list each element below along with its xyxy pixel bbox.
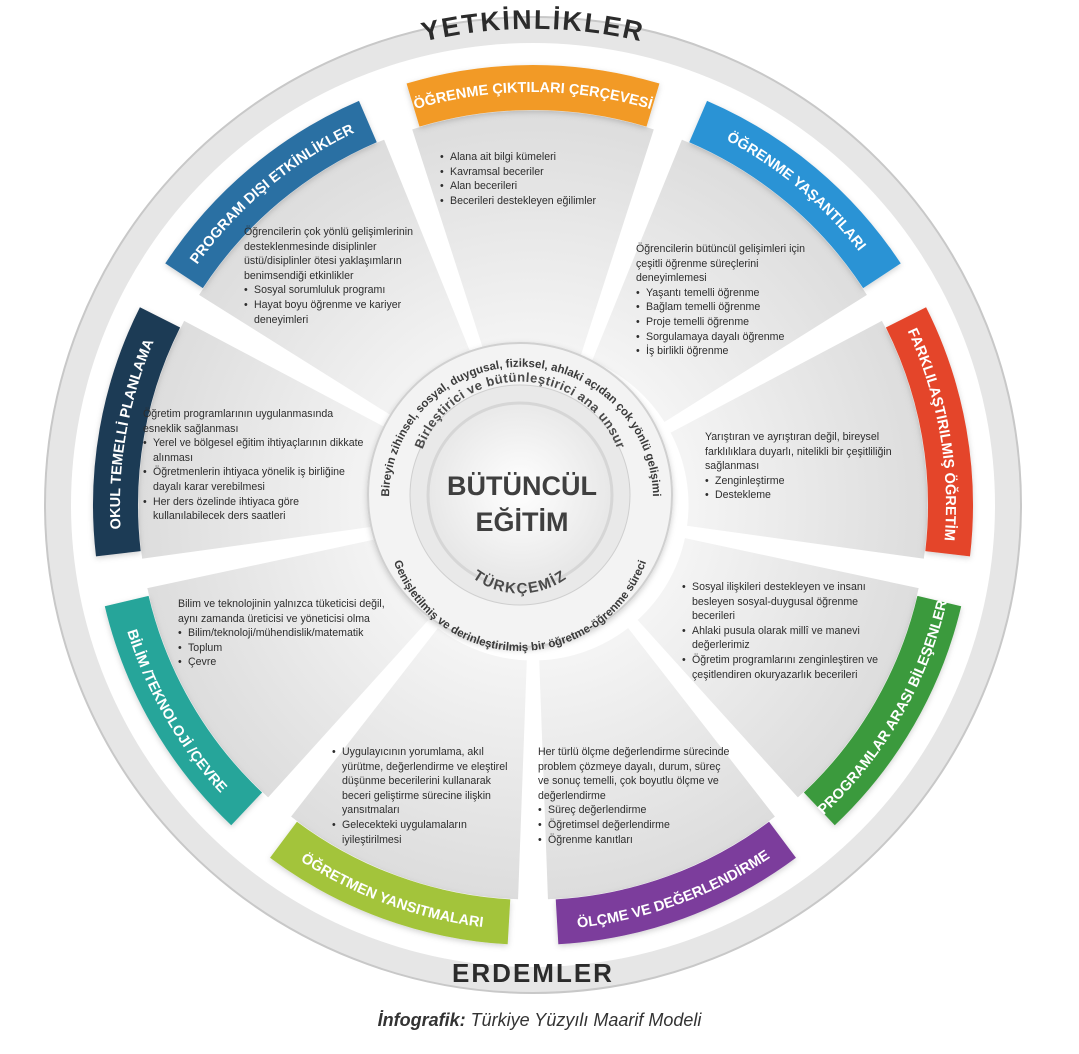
list-item: Her ders özelinde ihtiyaca göre kullanıl… [143,495,365,524]
list-item: Yerel ve bölgesel eğitim ihtiyaçlarının … [143,436,365,465]
list-item: Alan becerileri [440,179,630,194]
list-item: Uygulayıcının yorumlama, akıl yürütme, d… [332,745,517,818]
bottom-title: ERDEMLER [452,958,614,988]
segment-band [406,65,660,127]
list-item: Sosyal ilişkileri destekleyen ve insanı … [682,580,882,624]
list-item: Bilim/teknoloji/mühendislik/matematik [178,626,388,641]
list-item: Bağlam temelli öğrenme [636,300,831,315]
segment-band [803,595,962,826]
segment-list: Alana ait bilgi kümeleriKavramsal beceri… [440,150,630,208]
list-item: Toplum [178,641,388,656]
segment-description-8: Öğretim programlarının uygulanmasında es… [143,407,365,524]
list-item: Destekleme [705,488,915,503]
segment-intro: Öğrencilerin çok yönlü gelişimlerinin de… [244,226,413,282]
list-item: Süreç değerlendirme [538,803,733,818]
list-item: Öğretmenlerin ihtiyaca yönelik iş birliğ… [143,465,365,494]
center-title-line1: BÜTÜNCÜL [447,471,597,501]
list-item: Öğrenme kanıtları [538,833,733,848]
center-title-line2: EĞİTİM [476,506,569,537]
segment-band [555,821,796,945]
caption: İnfografik: Türkiye Yüzyılı Maarif Model… [0,1010,1079,1031]
list-item: Ahlaki pusula olarak millî ve manevi değ… [682,624,882,653]
list-item: Alana ait bilgi kümeleri [440,150,630,165]
list-item: Hayat boyu öğrenme ve kariyer deneyimler… [244,298,434,327]
segment-band [885,307,973,557]
segment-band [104,595,263,826]
list-item: Sosyal sorumluluk programı [244,283,434,298]
segment-intro: Yarıştıran ve ayrıştıran değil, bireysel… [705,431,892,473]
segment-description-7: Bilim ve teknolojinin yalnızca tüketicis… [178,597,388,670]
center-disc [426,401,614,589]
segment-description-4: Sosyal ilişkileri destekleyen ve insanı … [682,580,882,682]
list-item: Proje temelli öğrenme [636,315,831,330]
caption-bold: İnfografik: [377,1010,466,1030]
segment-description-2: Öğrencilerin bütüncül gelişimleri için ç… [636,242,831,359]
list-item: Çevre [178,655,388,670]
list-item: Gelecekteki uygulamaların iyileştirilmes… [332,818,517,847]
list-item: Kavramsal beceriler [440,165,630,180]
segment-description-9: Öğrencilerin çok yönlü gelişimlerinin de… [244,225,434,327]
segment-intro: Öğrencilerin bütüncül gelişimleri için ç… [636,243,805,285]
segment-list: Yerel ve bölgesel eğitim ihtiyaçlarının … [143,436,365,524]
list-item: Becerileri destekleyen eğilimler [440,194,630,209]
segment-band [165,100,377,289]
segment-list: Süreç değerlendirmeÖğretimsel değerlendi… [538,803,733,847]
segment-list: ZenginleştirmeDestekleme [705,474,915,503]
segment-list: Yaşantı temelli öğrenmeBağlam temelli öğ… [636,286,831,359]
segment-description-6: Uygulayıcının yorumlama, akıl yürütme, d… [332,745,517,847]
list-item: Öğretimsel değerlendirme [538,818,733,833]
segment-intro: Her türlü ölçme değerlendirme sürecinde … [538,746,730,802]
list-item: Yaşantı temelli öğrenme [636,286,831,301]
segment-description-5: Her türlü ölçme değerlendirme sürecinde … [538,745,733,847]
segment-band [270,821,511,945]
segment-intro: Öğretim programlarının uygulanmasında es… [143,408,334,435]
list-item: Zenginleştirme [705,474,915,489]
caption-text: Türkiye Yüzyılı Maarif Modeli [465,1010,702,1030]
segment-intro: Bilim ve teknolojinin yalnızca tüketicis… [178,598,385,625]
segment-list: Uygulayıcının yorumlama, akıl yürütme, d… [332,745,517,847]
segment-band [689,100,901,289]
list-item: Sorgulamaya dayalı öğrenme [636,330,831,345]
list-item: Öğretim programlarını zenginleştiren ve … [682,653,882,682]
segment-list: Bilim/teknoloji/mühendislik/matematikTop… [178,626,388,670]
segment-description-3: Yarıştıran ve ayrıştıran değil, bireysel… [705,430,915,503]
list-item: İş birlikli öğrenme [636,344,831,359]
segment-list: Sosyal ilişkileri destekleyen ve insanı … [682,580,882,682]
segment-band [93,307,181,557]
segment-list: Sosyal sorumluluk programıHayat boyu öğr… [244,283,434,327]
segment-description-1: Alana ait bilgi kümeleriKavramsal beceri… [440,150,630,208]
